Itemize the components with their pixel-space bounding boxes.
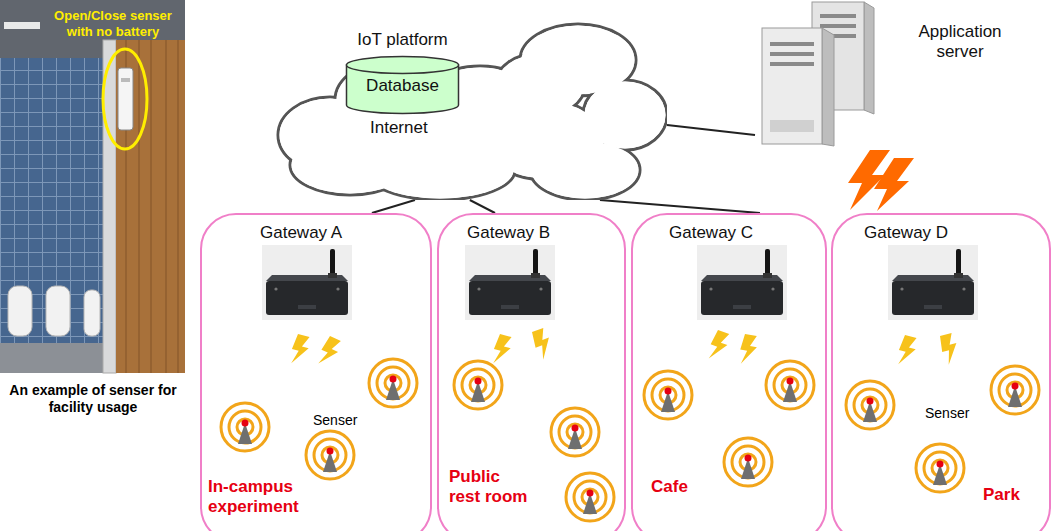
site-region: Gateway D Park — [831, 213, 1051, 531]
server-label: Application server — [900, 22, 1020, 63]
database-label: Database — [345, 76, 460, 96]
photo-caption: An example of senser for facility usage — [1, 382, 185, 416]
site-region: Gateway A In-campus experiment — [200, 213, 432, 531]
site-label: Public rest room — [449, 467, 531, 508]
site-label: Cafe — [651, 477, 688, 497]
sensor-icons — [221, 359, 1039, 521]
gateway-label: Gateway C — [669, 223, 753, 243]
database-cylinder: IoT platformDatabase — [345, 55, 466, 115]
gateway-label: Gateway B — [467, 223, 550, 243]
gateway-label: Gateway D — [864, 223, 948, 243]
platform-label: IoT platform — [340, 30, 465, 50]
cloud-label: Internet — [370, 118, 428, 138]
sensor-label: Senser — [925, 405, 969, 422]
site-label: Park — [983, 485, 1020, 505]
server-group: Application server — [755, 0, 1026, 150]
sensor-label: Senser — [313, 412, 357, 429]
photo-callout: Open/Close senser with no battery — [48, 8, 178, 39]
site-label: In-campus experiment — [208, 477, 348, 518]
network-link — [470, 200, 495, 213]
network-link — [667, 125, 755, 135]
network-link — [372, 200, 415, 213]
server-icons — [762, 2, 874, 146]
gateway-devices — [262, 245, 978, 320]
gateway-label: Gateway A — [260, 223, 342, 243]
network-link — [600, 200, 760, 213]
restroom-photo — [0, 0, 185, 373]
internet-cloud: InternetIoT platformDatabase — [275, 18, 667, 200]
cloud-outline — [275, 18, 667, 200]
site-region: Gateway B Public rest room — [437, 213, 626, 531]
site-region: Gateway C Cafe — [631, 213, 827, 531]
wireless-bolt — [848, 150, 914, 211]
